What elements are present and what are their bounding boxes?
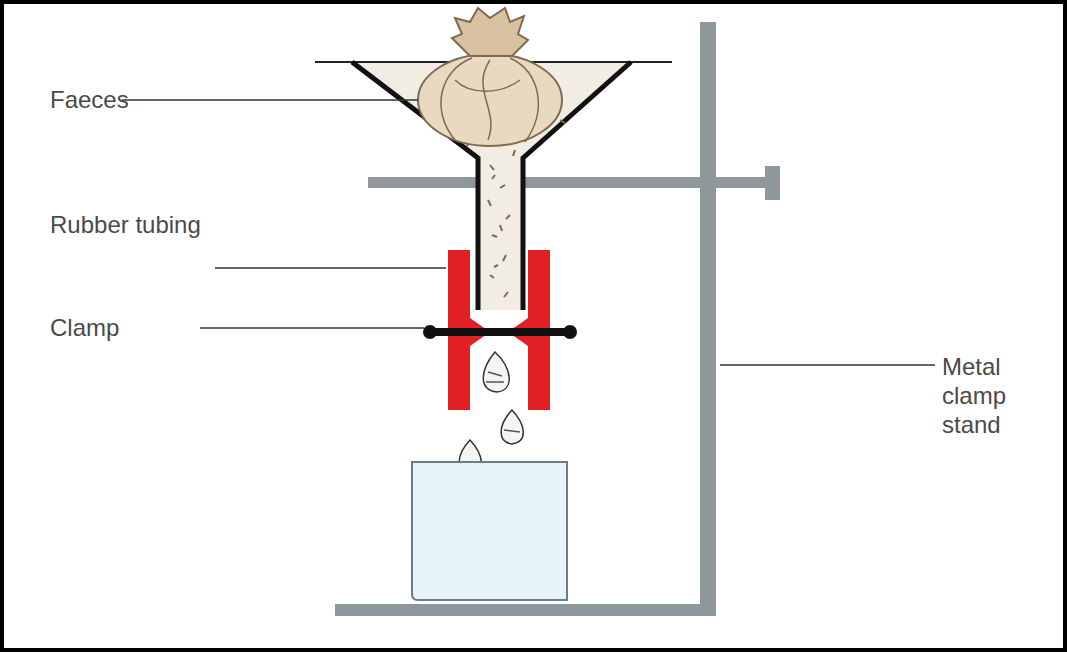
stand-base	[335, 604, 716, 616]
clamp-end	[563, 325, 577, 339]
bag-folds	[441, 58, 538, 142]
stand-arm	[368, 177, 768, 188]
worm-segments	[459, 352, 523, 474]
leader-lines	[122, 100, 935, 365]
part-label: Faeces	[50, 85, 129, 114]
stand-rod	[700, 22, 716, 616]
arm-screw	[765, 166, 780, 200]
part-label: Rubber tubing	[50, 210, 210, 239]
faeces-bag	[418, 54, 562, 146]
clamp-bar	[430, 328, 570, 336]
bag-knot	[452, 8, 528, 56]
beaker	[412, 462, 567, 600]
part-label: Clamp	[50, 313, 119, 342]
clamp-end	[423, 325, 437, 339]
part-label: Metal clamp stand	[942, 352, 1052, 439]
